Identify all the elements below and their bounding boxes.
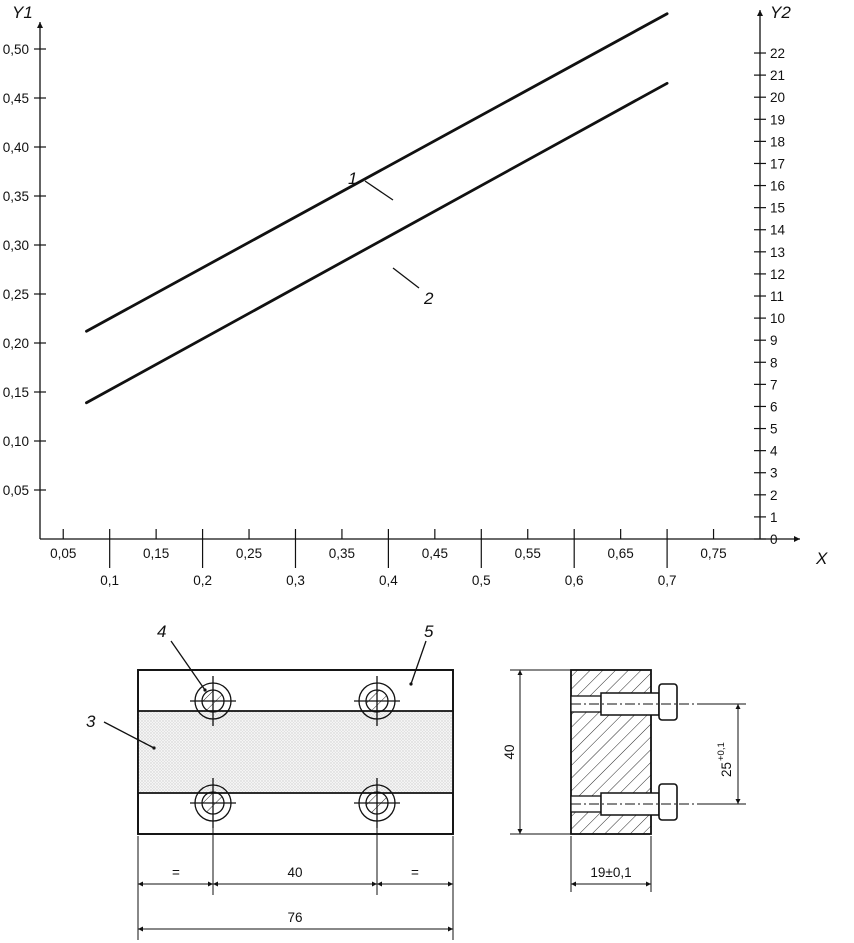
- bolt-top-right: [354, 676, 400, 726]
- y2-tick-label: 0: [770, 532, 778, 547]
- y1-axis-title: Y1: [12, 3, 33, 22]
- y2-axis-title: Y2: [770, 3, 791, 22]
- callout-1: 1: [348, 169, 357, 188]
- y2-tick-label: 2: [770, 488, 778, 503]
- y2-tick-label: 5: [770, 422, 778, 437]
- y1-tick-label: 0,40: [3, 140, 29, 155]
- x-tick-label-upper: 0,45: [422, 546, 448, 561]
- y1-tick-label: 0,05: [3, 483, 29, 498]
- y2-tick-label: 16: [770, 179, 785, 194]
- x-axis-title: X: [815, 549, 828, 568]
- y2-tick-label: 14: [770, 223, 786, 238]
- y1-tick-label: 0,45: [3, 91, 29, 106]
- y2-tick-label: 18: [770, 134, 785, 149]
- bolt-top-left: [190, 676, 236, 726]
- x-tick-label-upper: 0,15: [143, 546, 169, 561]
- x-tick-label-upper: 0,75: [700, 546, 726, 561]
- y2-tick-label: 20: [770, 90, 785, 105]
- y2-tick-label: 3: [770, 466, 778, 481]
- y2-tick-label: 6: [770, 399, 778, 414]
- x-tick-label-upper: 0,65: [608, 546, 634, 561]
- x-tick-label-lower: 0,5: [472, 573, 491, 588]
- y1-tick-label: 0,15: [3, 385, 29, 400]
- dim-equal-right: =: [411, 865, 419, 880]
- y2-tick-label: 19: [770, 112, 785, 127]
- callout-4: 4: [157, 622, 166, 641]
- y2-tick-label: 10: [770, 311, 785, 326]
- x-tick-label-upper: 0,25: [236, 546, 262, 561]
- dim-hole-distance: 25: [719, 762, 734, 777]
- x-tick-label-upper: 0,35: [329, 546, 355, 561]
- y2-tick-label: 1: [770, 510, 778, 525]
- dim-hole-spacing: 40: [287, 865, 302, 880]
- dim-equal-left: =: [172, 865, 180, 880]
- y1-tick-label: 0,30: [3, 238, 29, 253]
- x-tick-label-lower: 0,4: [379, 573, 398, 588]
- bolt-bottom-left: [190, 778, 236, 828]
- series-line-1: [85, 12, 669, 333]
- dim-plate-height: 40: [502, 744, 517, 759]
- x-tick-label-lower: 0,6: [565, 573, 584, 588]
- side-view: 40 25 +0,1 19±0,1: [502, 669, 746, 892]
- x-tick-label-lower: 0,7: [658, 573, 677, 588]
- y2-tick-label: 7: [770, 377, 778, 392]
- y1-tick-label: 0,10: [3, 434, 29, 449]
- callout-leader-4: [170, 640, 206, 691]
- x-tick-label-lower: 0,2: [193, 573, 212, 588]
- callout-leader-5: [410, 640, 427, 685]
- callout-leader-3: [103, 721, 155, 749]
- front-view: 3 4 5 = 40 = 76: [86, 622, 454, 940]
- plate-outline-border: [137, 669, 454, 835]
- bolt-bottom-right: [354, 778, 400, 828]
- y2-tick-label: 17: [770, 156, 785, 171]
- y1-tick-label: 0,25: [3, 287, 29, 302]
- specimen-strip: [138, 711, 453, 793]
- dim-hole-tolerance: +0,1: [716, 742, 727, 761]
- callout-leader-2: [392, 267, 420, 289]
- y2-tick-label: 9: [770, 333, 778, 348]
- line-chart: Y1 Y2 X 0,050,100,150,200,250,300,350,40…: [3, 3, 828, 588]
- x-tick-label-lower: 0,1: [100, 573, 119, 588]
- callout-leader-1: [364, 180, 394, 201]
- y2-tick-label: 11: [770, 289, 784, 304]
- x-ticks: 0,05 0,15 0,25 0,35 0,45 0,55 0,65 0,75 0,1 0,2 0,…: [50, 529, 727, 588]
- y2-tick-label: 4: [770, 444, 778, 459]
- series-layer: [85, 12, 669, 405]
- callout-3: 3: [86, 712, 96, 731]
- y1-ticks: 0,05 0,10 0,15 0,20 0,25 0,30 0,35 0,40 0,45 0,50: [3, 42, 46, 498]
- x-tick-label-upper: 0,05: [50, 546, 76, 561]
- y1-tick-label: 0,20: [3, 336, 29, 351]
- dim-plate-thickness: 19±0,1: [590, 865, 631, 880]
- dim-total-width: 76: [287, 910, 302, 925]
- y2-tick-label: 13: [770, 245, 785, 260]
- y2-tick-label: 15: [770, 201, 785, 216]
- y1-tick-label: 0,50: [3, 42, 29, 57]
- callout-2: 2: [423, 289, 434, 308]
- x-tick-label-upper: 0,55: [515, 546, 541, 561]
- x-tick-label-lower: 0,3: [286, 573, 305, 588]
- y2-tick-label: 22: [770, 46, 785, 61]
- y2-tick-label: 21: [770, 68, 785, 83]
- y2-tick-label: 12: [770, 267, 785, 282]
- y1-tick-label: 0,35: [3, 189, 29, 204]
- callout-5: 5: [424, 622, 434, 641]
- series-line-2: [85, 81, 669, 405]
- y2-tick-label: 8: [770, 355, 778, 370]
